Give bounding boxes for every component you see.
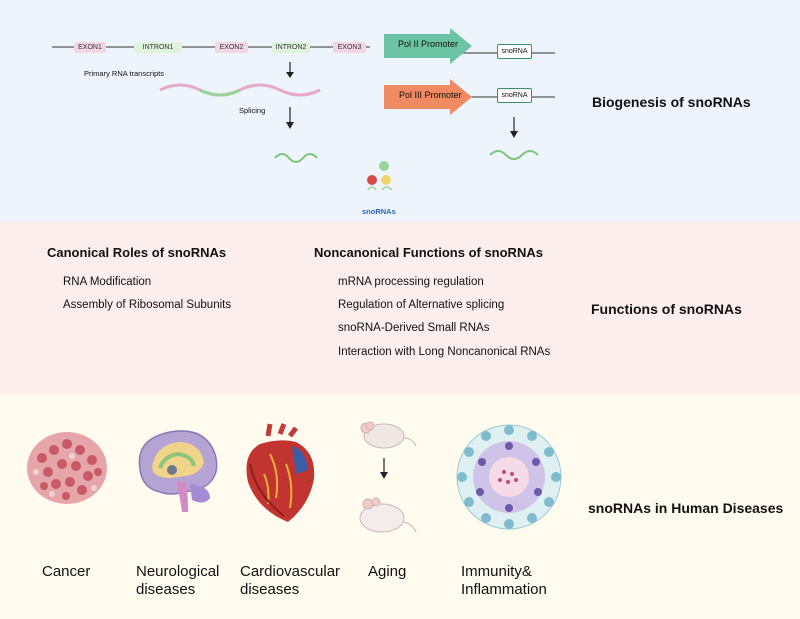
primary-transcript-label: Primary RNA transcripts	[84, 69, 165, 78]
aging-label: Aging	[368, 563, 407, 580]
functions-panel: Canonical Roles of snoRNAs RNA Modificat…	[0, 221, 800, 394]
functions-title: Functions of snoRNAs	[591, 301, 742, 317]
cardiovascular-label-line2: diseases	[240, 581, 300, 598]
noncanonical-item: Regulation of Alternative splicing	[338, 299, 505, 311]
biogenesis-title: Biogenesis of snoRNAs	[592, 94, 751, 110]
noncanonical-item: mRNA processing regulation	[338, 276, 484, 288]
immune-cells-icon	[456, 424, 562, 530]
pol3-promoter-arrow	[384, 79, 472, 115]
cancer-cells-icon	[27, 432, 107, 504]
snorna-box-pol3: snoRNA	[497, 88, 532, 103]
noncanonical-functions-title: Noncanonical Functions of snoRNAs	[314, 245, 543, 260]
intron2-box: INTRON2	[272, 42, 310, 53]
diseases-title: snoRNAs in Human Diseases	[588, 500, 784, 516]
immunity-label-line1: Immunity&	[461, 563, 532, 580]
snorna-box-pol2: snoRNA	[497, 44, 532, 59]
exon2-box: EXON2	[215, 42, 248, 53]
cancer-label: Cancer	[42, 563, 91, 580]
pol3-promoter-label: Pol III Promoter	[399, 90, 462, 100]
immunity-label-line2: Inflammation	[461, 581, 547, 598]
brain-icon	[138, 430, 218, 512]
intron1-box: INTRON1	[134, 42, 182, 53]
diseases-panel: Cancer Neurological diseases Cardiovascu…	[0, 394, 800, 619]
pol2-promoter-label: Pol II Promoter	[398, 39, 459, 49]
exon3-box: EXON3	[333, 42, 366, 53]
noncanonical-item: snoRNA-Derived Small RNAs	[338, 322, 490, 334]
noncanonical-item: Interaction with Long Noncanonical RNAs	[338, 346, 551, 358]
canonical-item: RNA Modification	[63, 276, 152, 288]
pol2-promoter-arrow	[384, 28, 472, 64]
biogenesis-panel: EXON1 INTRON1 EXON2 INTRON2 EXON3 Primar…	[0, 0, 800, 221]
cardiovascular-label-line1: Cardiovascular	[240, 563, 341, 580]
snornas-label: snoRNAs	[362, 207, 396, 216]
canonical-roles-title: Canonical Roles of snoRNAs	[47, 245, 227, 260]
splicing-label: Splicing	[239, 106, 266, 115]
heart-icon	[246, 423, 315, 522]
neurological-label-line1: Neurological	[136, 563, 220, 580]
mouse-icon	[359, 421, 417, 533]
exon1-box: EXON1	[74, 42, 106, 53]
neurological-label-line2: diseases	[136, 581, 196, 598]
canonical-item: Assembly of Ribosomal Subunits	[63, 299, 232, 311]
snorna-molecule-icon	[367, 161, 393, 191]
